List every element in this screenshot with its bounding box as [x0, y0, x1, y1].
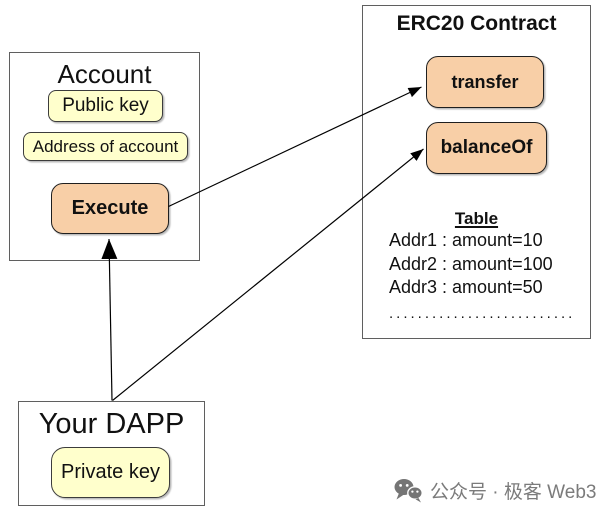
watermark: 公众号 · 极客 Web3 [394, 476, 596, 504]
transfer-node: transfer [426, 56, 544, 108]
transfer-label: transfer [451, 71, 519, 92]
balance-table: Addr1 : amount=10 Addr2 : amount=100 Add… [389, 229, 553, 300]
private-key-label: Private key [61, 461, 160, 483]
arrow-dapp-to-execute [101, 238, 118, 401]
private-key-node: Private key [51, 447, 170, 498]
table-ellipsis: .......................... [389, 305, 576, 322]
watermark-text: 公众号 · 极客 Web3 [430, 481, 597, 503]
account-box: Account Public key Address of account Ex… [9, 52, 200, 261]
your-dapp-box: Your DAPP Private key [18, 401, 205, 506]
address-of-account-node: Address of account [23, 132, 188, 161]
balanceof-label: balanceOf [440, 137, 533, 158]
table-heading: Table [454, 209, 499, 228]
table-row: Addr2 : amount=100 [389, 253, 553, 274]
erc20-contract-title: ERC20 Contract [396, 12, 557, 35]
your-dapp-title: Your DAPP [38, 408, 185, 440]
table-row: Addr3 : amount=50 [389, 277, 543, 297]
execute-label: Execute [71, 197, 149, 219]
address-of-account-label: Address of account [32, 136, 179, 156]
public-key-label: Public key [62, 95, 149, 116]
execute-node: Execute [51, 183, 169, 234]
erc20-contract-box: ERC20 Contract transfer balanceOf Table … [362, 5, 591, 339]
table-row: Addr1 : amount=10 [389, 230, 543, 250]
public-key-node: Public key [48, 90, 163, 122]
balanceof-node: balanceOf [426, 122, 547, 174]
wechat-icon [394, 478, 423, 502]
account-title: Account [57, 59, 152, 89]
